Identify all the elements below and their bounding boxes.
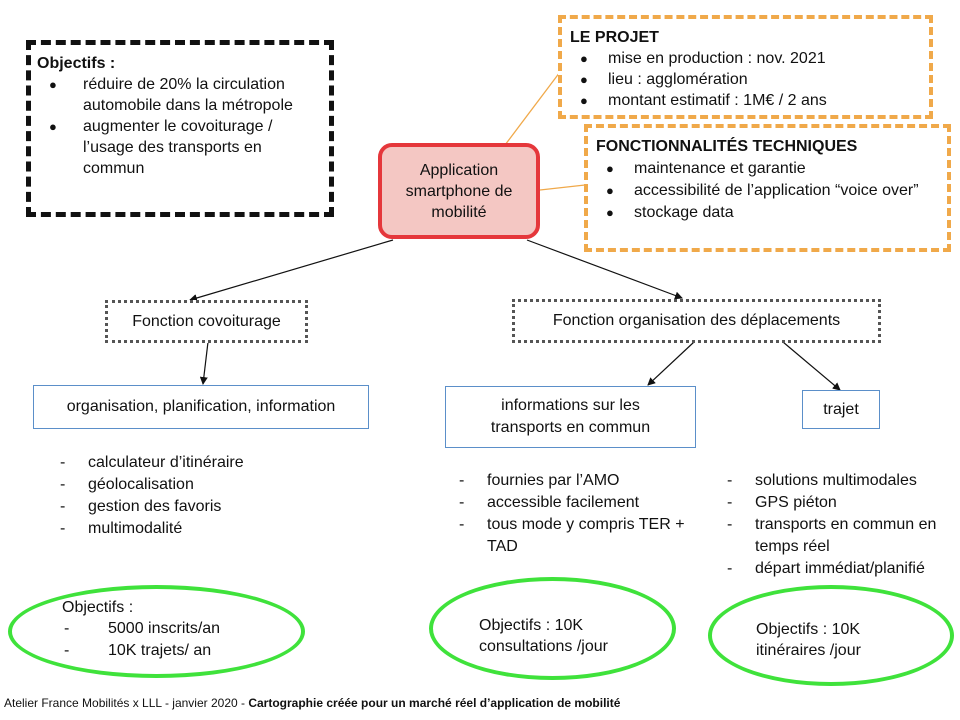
fonction-deplacements-node: Fonction organisation des déplacements: [512, 299, 881, 343]
trajet-goal: Objectifs : 10K itinéraires /jour: [708, 585, 954, 686]
arrow-covoiturage-sub: [199, 341, 209, 385]
goal-title: Objectifs :: [62, 599, 134, 616]
covoiturage-features: calculateur d’itinéraire géolocalisation…: [58, 452, 358, 540]
fonctionnalites-box: FONCTIONNALITÉS TECHNIQUES maintenance e…: [584, 124, 951, 252]
feature-item: accessible facilement: [457, 492, 707, 514]
covoiturage-sub-label: organisation, planification, information: [66, 398, 336, 415]
feature-item: tous mode y compris TER + TAD: [457, 514, 707, 558]
transports-features: fournies par l’AMO accessible facilement…: [457, 470, 707, 558]
covoiturage-sub-node: organisation, planification, information: [33, 385, 369, 429]
covoiturage-goal: Objectifs : 5000 inscrits/an 10K trajets…: [8, 585, 305, 678]
fonction-covoiturage-label: Fonction covoiturage: [132, 312, 281, 330]
link-center-fonctionnalites: [539, 184, 586, 191]
feature-item: fournies par l’AMO: [457, 470, 707, 492]
goal-line: Objectifs : 10K: [479, 617, 584, 634]
fonction-covoiturage-node: Fonction covoiturage: [105, 300, 308, 343]
feature-item: transports en commun en temps réel: [725, 514, 957, 558]
projet-title: LE PROJET: [570, 29, 659, 46]
goal-item: 5000 inscrits/an: [62, 618, 301, 640]
center-node-application: Application smartphone de mobilité: [378, 143, 540, 239]
center-node-line: Application: [419, 161, 499, 179]
objectifs-title: Objectifs :: [37, 55, 116, 72]
fonction-deplacements-label: Fonction organisation des déplacements: [552, 312, 841, 329]
trajet-label: trajet: [823, 400, 859, 418]
transports-line: transports en commun: [490, 419, 651, 436]
objectifs-item: réduire de 20% la circulation automobile…: [37, 74, 319, 116]
footer-caption: Atelier France Mobilités x LLL - janvier…: [4, 696, 954, 710]
fonctionnalites-title: FONCTIONNALITÉS TECHNIQUES: [596, 138, 858, 155]
goal-line: itinéraires /jour: [756, 642, 861, 659]
fonctionnalites-item: maintenance et garantie: [596, 158, 937, 180]
feature-item: calculateur d’itinéraire: [58, 452, 358, 474]
center-node-line: mobilité: [431, 203, 487, 221]
goal-line: consultations /jour: [479, 638, 608, 655]
projet-box: LE PROJET mise en production : nov. 2021…: [558, 15, 933, 119]
footer-prefix: Atelier France Mobilités x LLL - janvier…: [4, 696, 249, 710]
transports-goal: Objectifs : 10K consultations /jour: [429, 577, 676, 680]
feature-item: gestion des favoris: [58, 496, 358, 518]
feature-item: solutions multimodales: [725, 470, 957, 492]
fonctionnalites-item: accessibilité de l’application “voice ov…: [596, 180, 937, 202]
footer-bold: Cartographie créée pour un marché réel d…: [248, 696, 621, 710]
objectifs-item: augmenter le covoiturage / l’usage des t…: [37, 116, 319, 179]
arrow-deplacements-trajet: [782, 341, 841, 391]
fonctionnalites-item: stockage data: [596, 202, 937, 224]
transports-line: informations sur les: [501, 397, 640, 414]
link-center-projet: [504, 71, 561, 146]
projet-item: montant estimatif : 1M€ / 2 ans: [570, 90, 919, 111]
objectifs-box: Objectifs : réduire de 20% la circulatio…: [26, 40, 334, 217]
feature-item: multimodalité: [58, 518, 358, 540]
trajet-node: trajet: [802, 390, 880, 429]
trajet-features: solutions multimodales GPS piéton transp…: [725, 470, 957, 580]
goal-line: Objectifs : 10K: [756, 621, 861, 638]
goal-item: 10K trajets/ an: [62, 640, 301, 662]
feature-item: GPS piéton: [725, 492, 957, 514]
arrow-deplacements-transports: [647, 341, 695, 386]
feature-item: départ immédiat/planifié: [725, 558, 957, 580]
feature-item: géolocalisation: [58, 474, 358, 496]
projet-item: lieu : agglomération: [570, 69, 919, 90]
center-node-line: smartphone de: [405, 182, 513, 200]
transports-node: informations sur les transports en commu…: [445, 386, 696, 448]
projet-item: mise en production : nov. 2021: [570, 48, 919, 69]
arrow-center-covoiturage: [189, 239, 394, 302]
